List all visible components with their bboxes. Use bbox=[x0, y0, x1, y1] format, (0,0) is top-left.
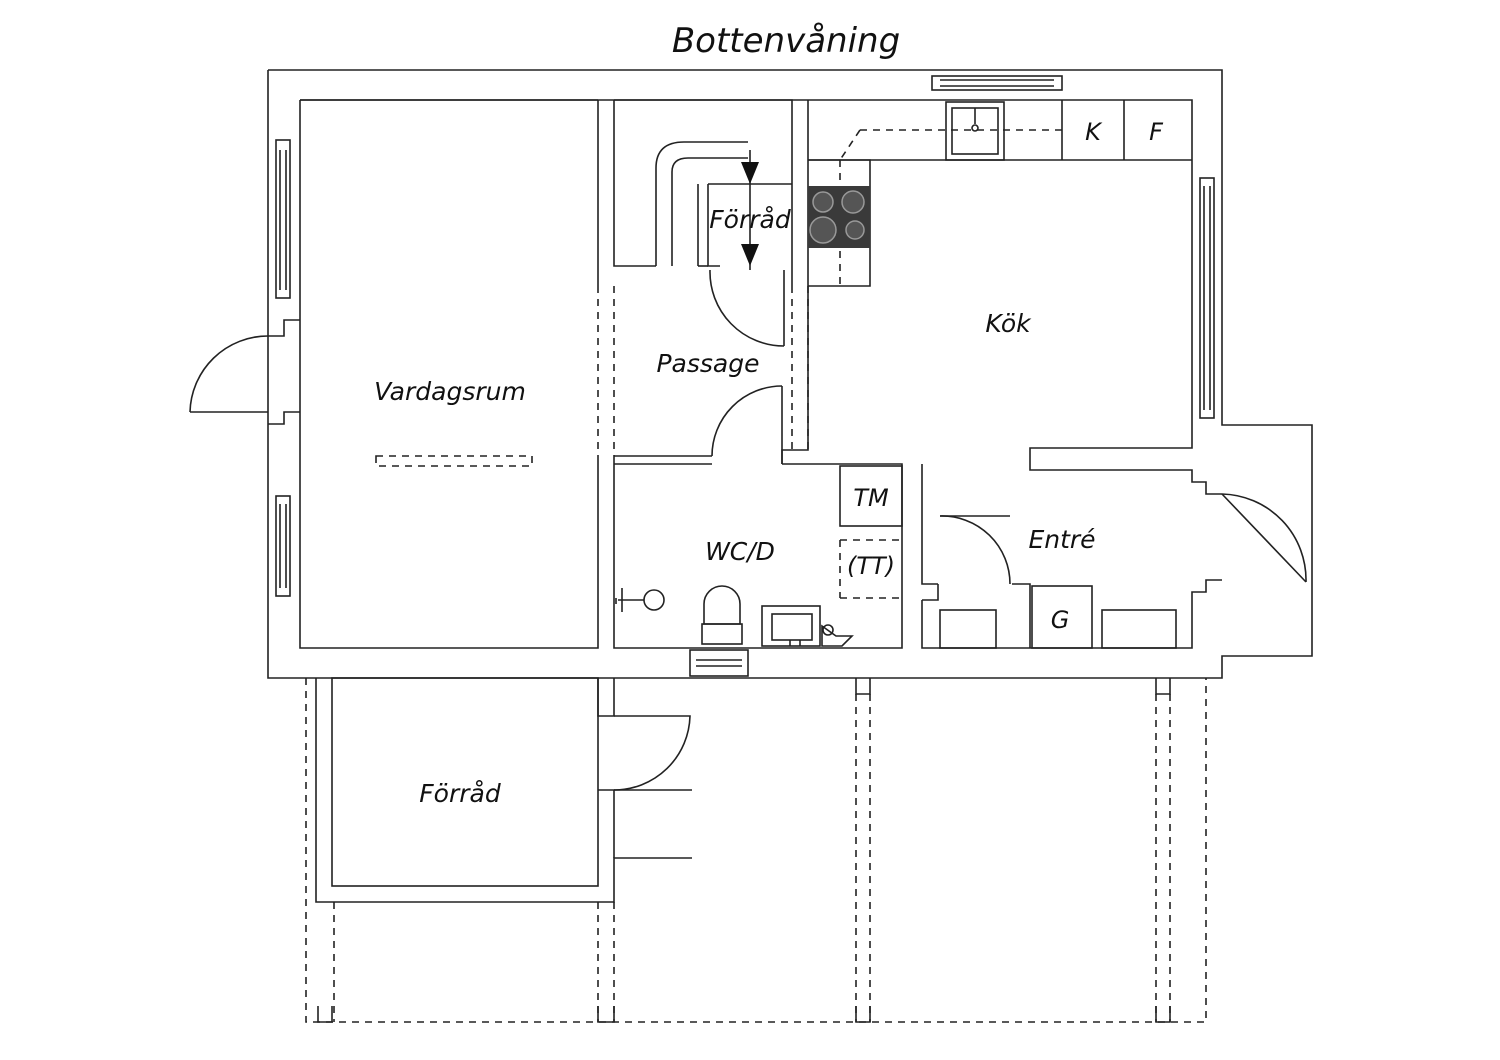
room-label-forrad-upper: Förråd bbox=[709, 205, 791, 234]
outer-wall-inner bbox=[300, 99, 1222, 495]
sink-icon bbox=[945, 101, 1005, 161]
window-icon bbox=[275, 75, 1215, 677]
wc-walls bbox=[613, 456, 903, 649]
room-label-entre: Entré bbox=[1028, 525, 1095, 554]
fixture-label-tt: (TT) bbox=[847, 552, 895, 580]
plan-title: Bottenvåning bbox=[672, 21, 900, 61]
room-label-wcd: WC/D bbox=[705, 537, 775, 566]
passage-walls bbox=[614, 99, 793, 286]
room-label-vardagsrum: Vardagsrum bbox=[374, 377, 526, 406]
stair-arrowheads bbox=[741, 162, 759, 266]
entry-wall bbox=[921, 579, 1222, 649]
living-room-walls bbox=[299, 100, 599, 649]
shower-icon bbox=[615, 588, 665, 612]
door-swing-icon bbox=[189, 269, 1307, 791]
fixture-label-frys: F bbox=[1149, 118, 1164, 146]
room-label-kok: Kök bbox=[985, 309, 1032, 338]
outer-wall bbox=[267, 69, 1313, 679]
fixture-label-kyl: K bbox=[1085, 118, 1103, 146]
wash-basin-icon bbox=[761, 605, 854, 647]
room-label-passage: Passage bbox=[656, 349, 759, 378]
toilet-icon bbox=[701, 585, 743, 645]
dashed-outlines bbox=[305, 129, 1207, 1023]
fixture-label-tm: TM bbox=[853, 484, 889, 512]
kitchen-walls bbox=[781, 100, 809, 464]
stove-icon bbox=[808, 186, 870, 248]
room-label-forrad-lower: Förråd bbox=[419, 779, 501, 808]
fixture-label-g: G bbox=[1051, 606, 1070, 634]
